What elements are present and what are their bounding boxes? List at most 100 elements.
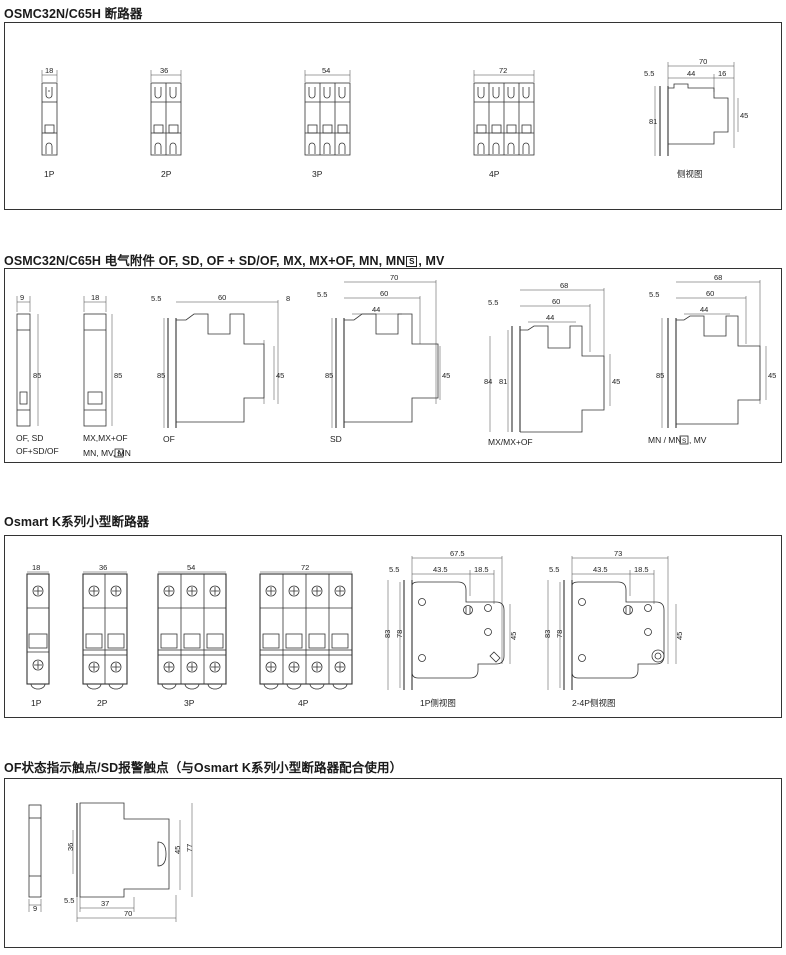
- dim-of-a: 5.5: [151, 294, 161, 303]
- accessory-mx-mn-front: 18 85 MX,MX+OF MN, MV, MN S: [83, 293, 131, 458]
- dim-k1s-c: 18.5: [474, 565, 489, 574]
- dim-k1s-b: 43.5: [433, 565, 448, 574]
- dim-k1s-total: 67.5: [450, 549, 465, 558]
- dim-sd-h: 85: [325, 371, 333, 380]
- caption-side-view: 侧视图: [677, 169, 703, 179]
- osmart-1p-side-view: 67.5 5.5 43.5 18.5 83 78 45 1P侧视图: [383, 549, 518, 708]
- dim-k1s-h2: 78: [395, 630, 404, 638]
- caption-mx: MX/MX+OF: [488, 437, 533, 447]
- caption-mn-pre: MN / MN: [648, 435, 682, 445]
- section-title-of-sd-contacts: OF状态指示触点/SD报警触点（与Osmart K系列小型断路器配合使用）: [4, 761, 403, 775]
- dim-mx-a: 5.5: [488, 298, 498, 307]
- dim-a-width: 9: [20, 293, 24, 302]
- dim-mx-h3: 45: [612, 377, 620, 386]
- caption-b1: MX,MX+OF: [83, 433, 128, 443]
- dim-of4-c: 70: [124, 909, 132, 918]
- dim-of4-a: 5.5: [64, 896, 74, 905]
- dim-k4p-width: 72: [301, 563, 309, 572]
- dim-mn-b: 60: [706, 289, 714, 298]
- dim-side-total: 70: [699, 57, 707, 66]
- caption-a2: OF+SD/OF: [16, 446, 59, 456]
- caption-1p: 1P: [44, 169, 55, 179]
- panel-osmart-k-breakers: [4, 535, 782, 718]
- caption-3p: 3P: [312, 169, 323, 179]
- dim-2p-width: 36: [160, 66, 168, 75]
- caption-b2: MN, MV, MN: [83, 448, 131, 458]
- osmart-1p-front: 18 1P: [26, 563, 50, 708]
- dim-k1s-h3: 45: [509, 632, 518, 640]
- dim-side-c: 16: [718, 69, 726, 78]
- dim-k2s-a: 5.5: [549, 565, 559, 574]
- dim-of4-h3: 77: [185, 844, 194, 852]
- dim-mn-c: 44: [700, 305, 708, 314]
- accessory-sd-side: 70 5.5 60 44 85 45 SD: [317, 273, 450, 444]
- panel-of-sd-contacts: [4, 778, 782, 948]
- caption-sd: SD: [330, 434, 342, 444]
- osmart-4p-front: 72 4P: [259, 563, 353, 708]
- breaker-side-view: 70 5.5 44 16 81 45 侧视图: [644, 57, 748, 179]
- panel-electrical-accessories: [4, 268, 782, 463]
- dim-of-b: 60: [218, 293, 226, 302]
- osmart-2p-front: 36 2P: [82, 563, 128, 708]
- dim-sd-c: 44: [372, 305, 380, 314]
- dim-sd-b: 60: [380, 289, 388, 298]
- panel-osmc32n-breakers: [4, 22, 782, 210]
- osmart-3p-front: 54 3P: [157, 563, 227, 708]
- dim-sd-h2: 45: [442, 371, 450, 380]
- dim-side-h: 81: [649, 117, 657, 126]
- dim-a-height: 85: [33, 371, 41, 380]
- badge-s-icon: [114, 448, 124, 458]
- dim-b-height: 85: [114, 371, 122, 380]
- dim-mn-total: 68: [714, 273, 722, 282]
- caption-4p: 4P: [489, 169, 500, 179]
- dim-of-h2: 45: [276, 371, 284, 380]
- caption-2p: 2P: [161, 169, 172, 179]
- dim-k2s-h1: 83: [543, 630, 552, 638]
- dim-k2s-h2: 78: [555, 630, 564, 638]
- dim-side-b: 44: [687, 69, 695, 78]
- dim-k2s-c: 18.5: [634, 565, 649, 574]
- accessory-mx-side: 68 5.5 60 44 84 81 45 MX/MX+OF: [484, 281, 620, 447]
- dim-4p-width: 72: [499, 66, 507, 75]
- dim-k2s-b: 43.5: [593, 565, 608, 574]
- caption-k3p: 3P: [184, 698, 195, 708]
- breaker-2p-front: 36 2P: [150, 66, 182, 179]
- dim-mx-b: 60: [552, 297, 560, 306]
- dim-k3p-width: 54: [187, 563, 195, 572]
- caption-k2s: 2-4P侧视图: [572, 698, 615, 708]
- dim-of-c: 8: [286, 294, 290, 303]
- dim-side-a: 5.5: [644, 69, 654, 78]
- dim-of4-w: 9: [33, 904, 37, 913]
- dim-of4-b: 37: [101, 899, 109, 908]
- accessory-mn-side: 68 5.5 60 44 85 45 MN / MN S , MV: [648, 273, 776, 445]
- dim-k2p-width: 36: [99, 563, 107, 572]
- dim-k2s-h3: 45: [675, 632, 684, 640]
- dim-k1s-h1: 83: [383, 630, 392, 638]
- title-badge-s-icon: S: [406, 256, 418, 267]
- dim-sd-total: 70: [390, 273, 398, 282]
- section-title-osmc32n: OSMC32N/C65H 断路器: [4, 7, 143, 21]
- caption-a1: OF, SD: [16, 433, 43, 443]
- dim-of4-h2: 45: [173, 846, 182, 854]
- dim-of4-h1: 36: [66, 843, 75, 851]
- caption-of: OF: [163, 434, 175, 444]
- dim-k1s-a: 5.5: [389, 565, 399, 574]
- accessory-of-sd-front: 9 85 OF, SD OF+SD/OF: [16, 293, 59, 456]
- caption-k1p: 1P: [31, 698, 42, 708]
- dim-3p-width: 54: [322, 66, 330, 75]
- section-title-osmart-k: Osmart K系列小型断路器: [4, 515, 150, 529]
- dim-mn-a: 5.5: [649, 290, 659, 299]
- badge-mn: S: [682, 438, 687, 445]
- section-title-electrical-accessories: OSMC32N/C65H 电气附件 OF, SD, OF + SD/OF, MX…: [4, 250, 445, 269]
- dim-mn-h2: 45: [768, 371, 776, 380]
- dim-mx-c: 44: [546, 313, 554, 322]
- caption-mn-post: , MV: [689, 435, 707, 445]
- accessory-of-side: 5.5 60 8 85 45 OF: [151, 293, 290, 444]
- breaker-3p-front: 54 3P: [304, 66, 351, 179]
- osmart-2-4p-side-view: 73 5.5 43.5 18.5 83 78 45 2-4P侧视图: [543, 549, 684, 708]
- section-title-accessories-text: OSMC32N/C65H 电气附件 OF, SD, OF + SD/OF, MX…: [4, 254, 406, 268]
- dim-mx-total: 68: [560, 281, 568, 290]
- dim-mx-h2: 81: [499, 377, 507, 386]
- caption-k4p: 4P: [298, 698, 309, 708]
